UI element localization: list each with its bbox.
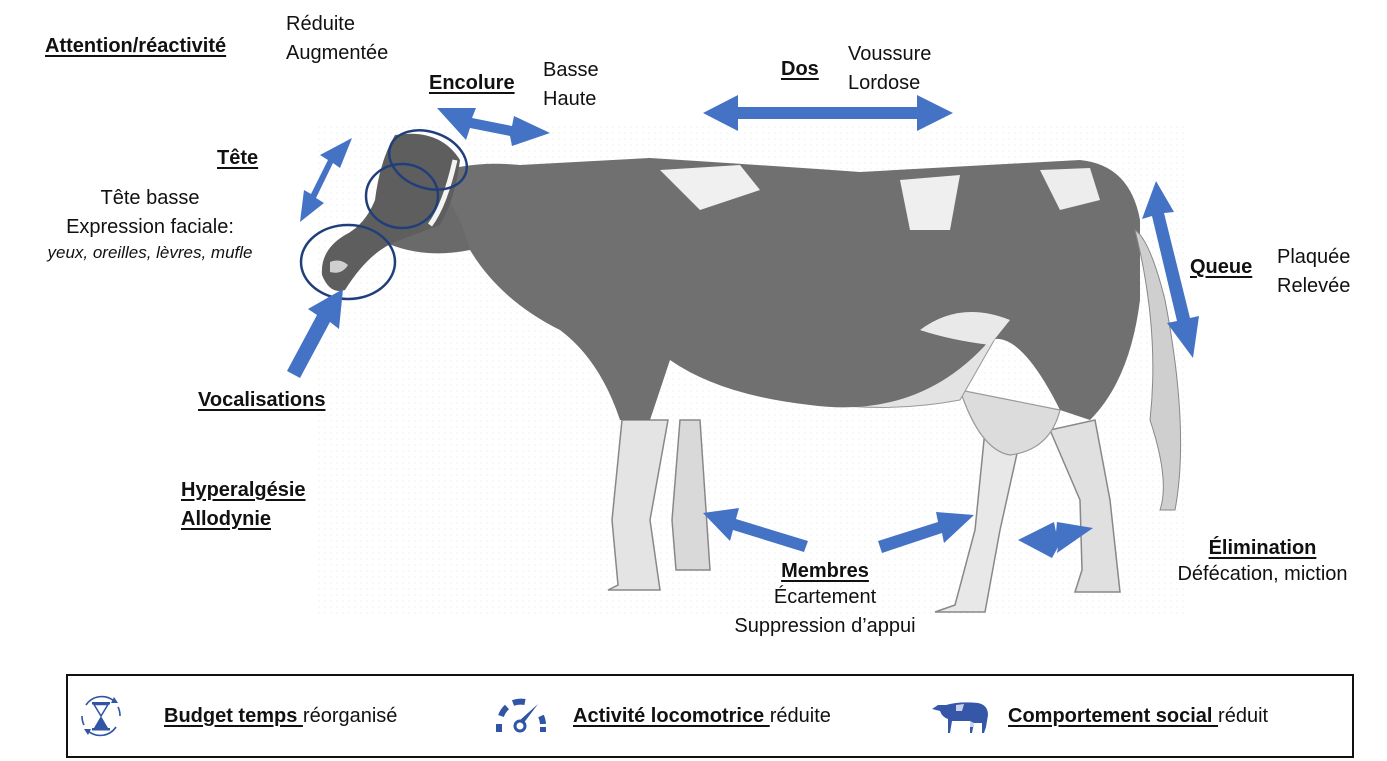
speedometer-icon: [496, 698, 546, 733]
hyperalgesia-label: Hyperalgésie: [181, 479, 306, 501]
tail-label: Queue: [1190, 256, 1253, 278]
vocalisations-label: Vocalisations: [198, 389, 326, 411]
ear-ellipse: [387, 129, 469, 191]
legend-item-locomotion: Activité locomotrice réduite: [493, 676, 831, 756]
head-double-arrow: [300, 138, 352, 222]
legend-locomotion-value: réduite: [769, 704, 831, 727]
limb-right-arrow: [878, 512, 974, 553]
legend-time-budget-text: Budget temps réorganisé: [164, 705, 397, 728]
elimination-label: Élimination: [1208, 537, 1317, 559]
back-values: Voussure Lordose: [848, 40, 931, 98]
facial-expression: Expression faciale:: [66, 216, 234, 238]
legend-item-social: Comportement social réduit: [930, 676, 1268, 756]
head-low: Tête basse: [100, 187, 200, 209]
legend-box: Budget temps réorganisé Activité locomot…: [66, 674, 1354, 758]
back-value-voussure: Voussure: [848, 43, 932, 65]
back-double-arrow: [703, 95, 953, 131]
legend-item-time-budget: Budget temps réorganisé: [78, 676, 397, 756]
legend-locomotion-key: Activité locomotrice: [573, 704, 770, 727]
muzzle-ellipse: [299, 223, 397, 301]
neck-values: Basse Haute: [543, 56, 599, 114]
head-details: Tête basse Expression faciale: yeux, ore…: [10, 184, 290, 264]
legend-time-budget-key: Budget temps: [164, 704, 303, 727]
limb-left-arrow: [703, 508, 808, 552]
neck-value-high: Haute: [543, 88, 597, 110]
neck-double-arrow: [437, 108, 550, 146]
limbs-label: Membres: [781, 560, 869, 582]
legend-social-key: Comportement social: [1008, 704, 1219, 727]
tail-double-arrow: [1142, 181, 1199, 358]
legend-social-text: Comportement social réduit: [1008, 705, 1268, 728]
legend-time-budget-value: réorganisé: [302, 704, 398, 727]
attention-values: Réduite Augmentée: [286, 10, 388, 68]
limbs-block: Membres Écartement Suppression d’appui: [700, 560, 950, 641]
elimination-double-arrow: [1018, 522, 1093, 558]
tail-value-flat: Plaquée: [1277, 246, 1351, 268]
elimination-value: Défécation, miction: [1177, 563, 1348, 585]
back-label: Dos: [781, 58, 819, 80]
cow-icon: [932, 702, 988, 733]
back-value-lordose: Lordose: [848, 72, 921, 94]
cow-body-illustration: [321, 133, 1182, 613]
neck-value-low: Basse: [543, 59, 599, 81]
arrows: [287, 95, 1199, 558]
allodynia-label: Allodynie: [181, 508, 272, 530]
head-ellipses: [299, 129, 469, 301]
facial-features: yeux, oreilles, lèvres, mufle: [47, 243, 253, 262]
neck-label: Encolure: [429, 72, 515, 94]
tail-values: Plaquée Relevée: [1277, 243, 1350, 301]
legend-locomotion-text: Activité locomotrice réduite: [573, 705, 831, 728]
eye-ellipse: [364, 162, 440, 230]
attention-label: Attention/réactivité: [45, 35, 227, 57]
elimination-block: Élimination Défécation, miction: [1150, 537, 1375, 589]
head-label: Tête: [217, 147, 259, 169]
limbs-value-spread: Écartement: [773, 586, 877, 608]
tail-value-raised: Relevée: [1277, 275, 1351, 297]
hourglass-cycle-icon: [81, 695, 121, 737]
vocalisation-arrow: [287, 289, 343, 378]
attention-value-increased: Augmentée: [286, 42, 389, 64]
attention-value-reduced: Réduite: [286, 13, 355, 35]
legend-social-value: réduit: [1218, 704, 1269, 727]
limbs-value-weight-shift: Suppression d’appui: [734, 615, 916, 637]
